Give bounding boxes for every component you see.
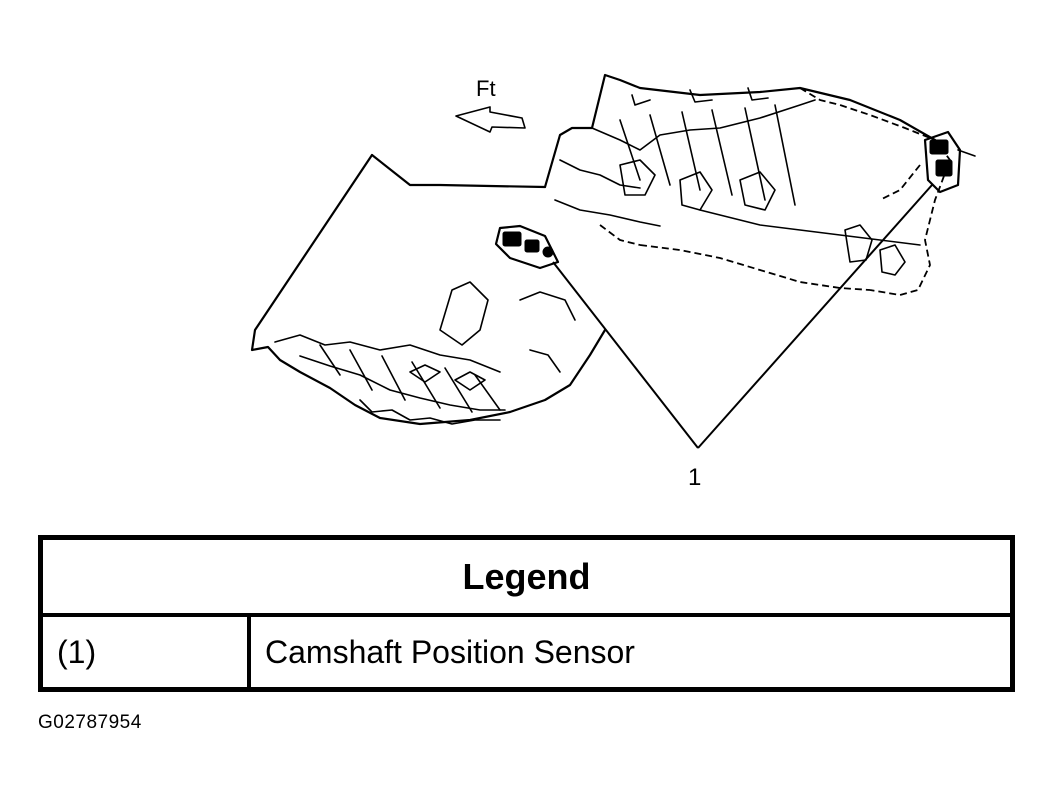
legend-table: Legend (1) Camshaft Position Sensor xyxy=(38,535,1015,692)
camshaft-position-sensor-right xyxy=(923,130,976,194)
callout-leader-lines: 1 xyxy=(552,184,933,491)
camshaft-position-sensor-left xyxy=(494,224,560,270)
legend-row: (1) Camshaft Position Sensor xyxy=(43,617,1010,687)
legend-title: Legend xyxy=(43,540,1010,617)
right-cylinder-bank xyxy=(543,73,937,276)
front-direction-arrow: Ft xyxy=(455,76,526,133)
legend-key: (1) xyxy=(43,617,251,687)
left-cylinder-bank xyxy=(250,153,607,426)
callout-number: 1 xyxy=(688,464,701,491)
engine-cylinder-head-diagram: Ft xyxy=(250,73,976,491)
legend-description: Camshaft Position Sensor xyxy=(265,633,635,670)
front-marker-label: Ft xyxy=(476,76,496,101)
figure-id: G02787954 xyxy=(38,712,142,733)
